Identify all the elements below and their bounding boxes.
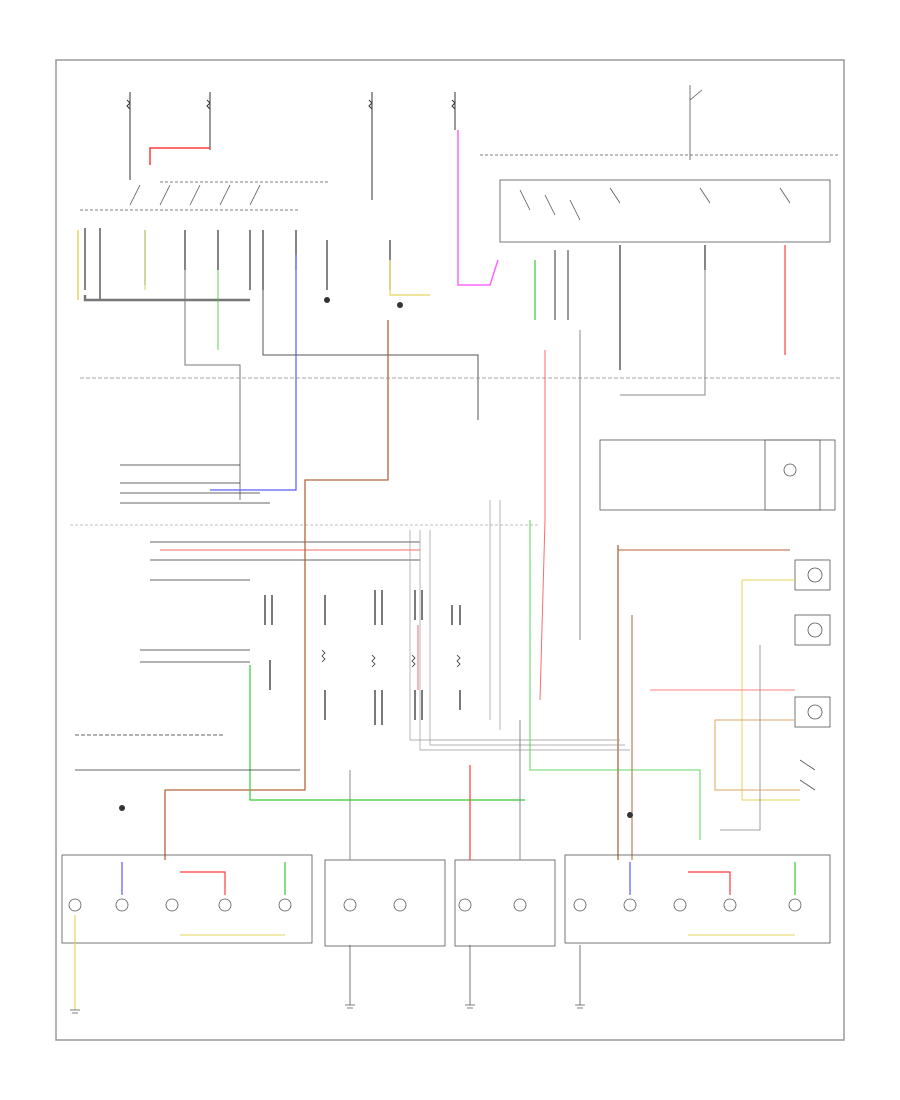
lamp-icon [165,898,179,912]
ground-symbol [465,1004,475,1009]
wire-red [149,147,210,165]
wire-gray-parallel [409,500,630,751]
wire-gray-bundle [83,295,250,302]
fuse-icon [456,654,461,668]
lamp-icon [807,622,823,638]
switch-block-top-right [480,85,840,243]
wire-gray [720,645,761,831]
lamp-icon [807,704,823,720]
wire-red [539,350,546,701]
fuse-icon [321,649,326,663]
wire-blue [210,255,297,491]
instrument-cluster-rows [120,464,420,581]
ground-symbol [70,1009,80,1014]
lamp-icon [783,463,797,477]
connector-stacks-top [84,228,391,300]
tail-lamp-bulbs [68,898,802,912]
relay-stacks-middle [264,590,461,725]
wire-gray [184,270,241,500]
wire-black [262,290,479,420]
ground-connections-bottom [70,945,585,1014]
lamp-icon [723,898,737,912]
diagram-frame [55,59,845,1041]
tail-lamp-assemblies [61,854,831,947]
lamp-icon [218,898,232,912]
fuse-icon [411,654,416,668]
fuse-icon [368,99,373,110]
lamp-icon [278,898,292,912]
lamp-icon [788,898,802,912]
fuse-block-top-left [126,92,456,200]
lamp-icon [513,898,527,912]
ground-symbol [575,1004,585,1009]
ground-symbol [397,302,403,308]
fuse-icon [206,99,211,110]
fuse-icons-middle [321,649,461,668]
ground-symbol [324,297,330,303]
wire-green [529,520,701,840]
ground-symbol [627,812,633,818]
fuse-icon [451,99,456,110]
wire-pink [457,130,499,286]
wire-brown [164,320,389,860]
ground-symbol [119,805,125,811]
lamp-icon [673,898,687,912]
lamp-icon [623,898,637,912]
wire-red [180,871,226,895]
lamp-icon [115,898,129,912]
headlamp-switch [80,181,330,211]
wire-yellow [741,580,800,801]
lamp-icon [458,898,472,912]
wire-green [249,665,525,801]
ground-symbol [345,1004,355,1009]
fuse-icon [371,654,376,668]
right-lamp-column [599,439,836,791]
fuse-icon [126,99,131,110]
lamp-icon [573,898,587,912]
wire-yellow [389,260,430,296]
wire-tan [714,720,800,791]
wire-red [688,871,731,895]
lamp-icon [343,898,357,912]
lamp-icon [68,898,82,912]
lamp-icon [807,567,823,583]
lamp-icon [393,898,407,912]
wire-gray [620,270,706,396]
